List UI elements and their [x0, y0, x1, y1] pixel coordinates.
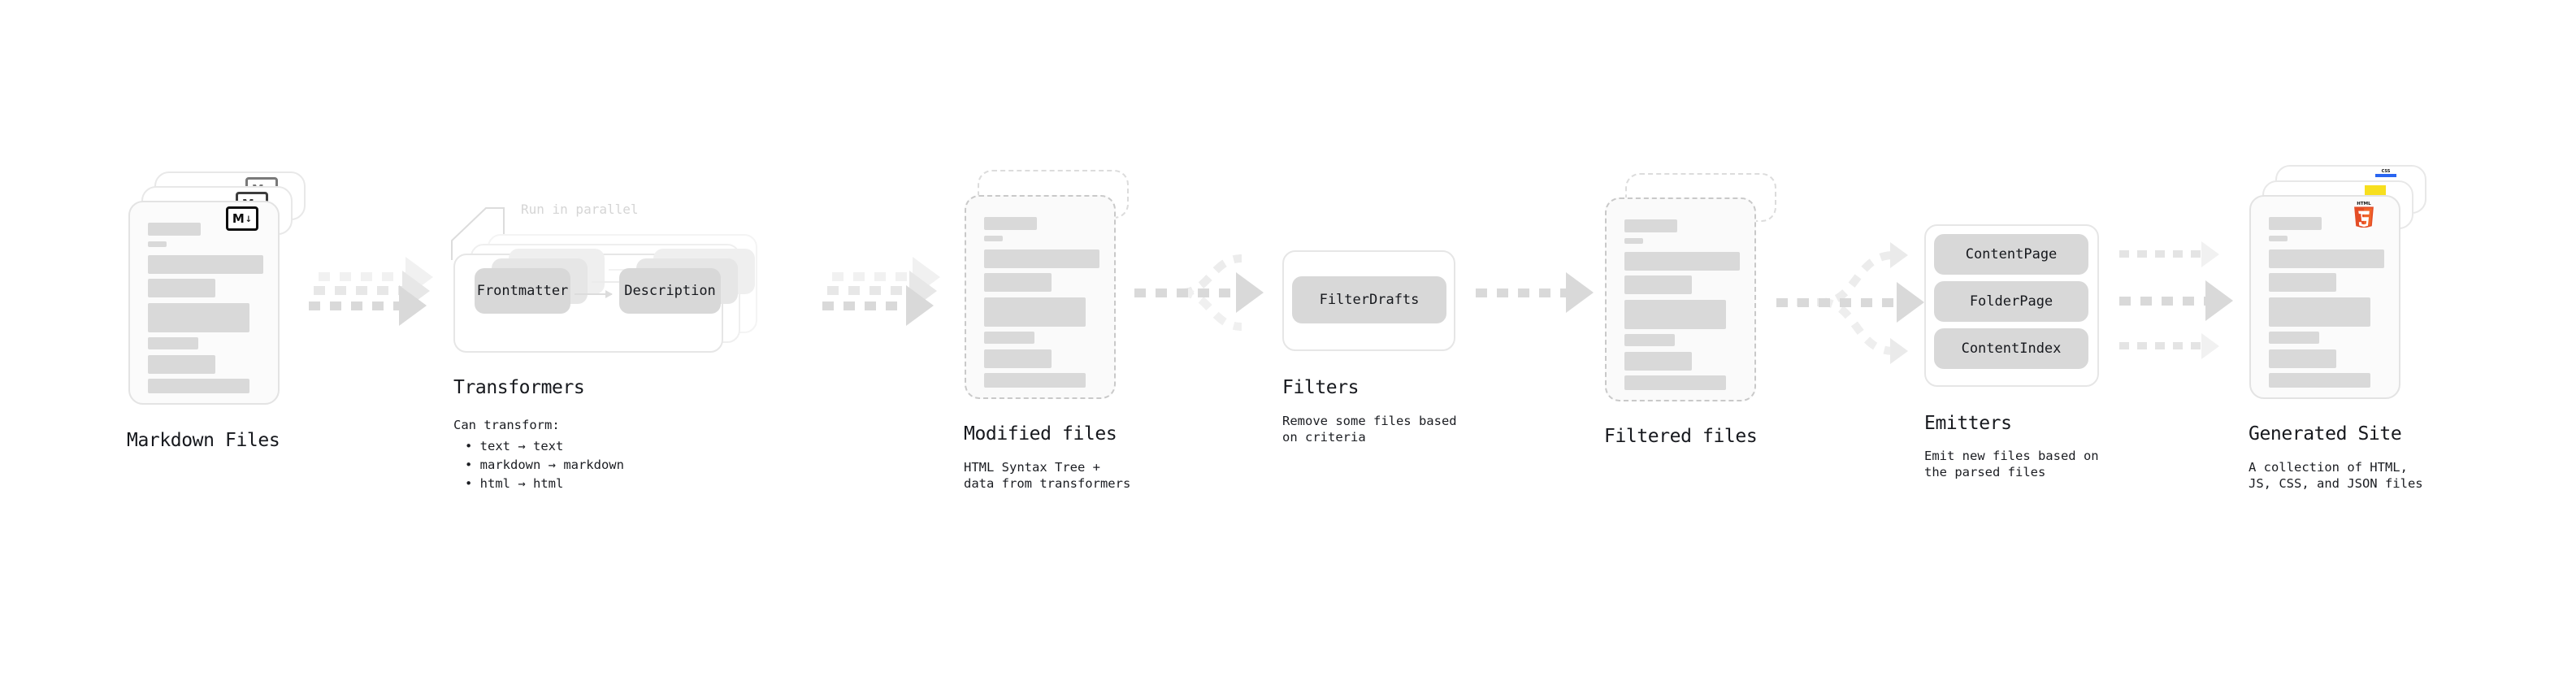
run-in-parallel-label: Run in parallel [521, 202, 639, 217]
transformer-pill-description[interactable]: Description [619, 268, 721, 314]
stage-subtitle-filters: Remove some files based on criteria [1282, 414, 1457, 445]
emitter-pill-contentindex[interactable]: ContentIndex [1934, 328, 2088, 369]
doc-bar-5 [2269, 349, 2336, 368]
doc-bar-1 [148, 255, 263, 274]
doc-bar-5 [148, 355, 215, 374]
markdown-card-front [128, 201, 280, 405]
doc-bar-6 [148, 379, 249, 393]
doc-bar-4 [984, 332, 1034, 344]
svg-text:HTML: HTML [2357, 202, 2371, 206]
stage-subtitle-emitters: Emit new files based on the parsed files [1924, 449, 2099, 479]
stage-title-generated-site: Generated Site [2249, 423, 2402, 445]
doc-bar-6 [984, 373, 1086, 388]
filter-pill-filterdrafts[interactable]: FilterDrafts [1292, 276, 1446, 323]
doc-bar-5 [1624, 352, 1692, 371]
doc-bar-5 [984, 349, 1052, 368]
doc-bar-2 [984, 273, 1052, 292]
doc-bar-3 [1624, 300, 1726, 329]
doc-bar-sub [148, 241, 167, 247]
emitter-pill-contentindex-label: ContentIndex [1961, 340, 2062, 357]
stage-title-modified-files: Modified files [964, 423, 1117, 445]
css3-logo-label: CSS [2381, 169, 2391, 174]
modified-card-front [965, 195, 1116, 399]
doc-bar-1 [2269, 249, 2384, 268]
doc-bar-3 [2269, 297, 2370, 327]
doc-bar-2 [1624, 275, 1692, 294]
markdown-logo-arrow: ↓ [245, 212, 253, 225]
doc-bar-sub [2269, 236, 2288, 241]
site-card-front [2249, 195, 2400, 399]
doc-bar-title [984, 217, 1037, 230]
transformers-bullet-2: • html → html [465, 476, 564, 491]
filter-pill-filterdrafts-label: FilterDrafts [1319, 292, 1420, 308]
stage-title-transformers: Transformers [453, 377, 585, 398]
transformer-pill-frontmatter-label: Frontmatter [476, 283, 569, 299]
doc-bar-1 [1624, 252, 1740, 271]
doc-bar-2 [2269, 273, 2336, 292]
transformers-bullet-list: • text → text • markdown → markdown • ht… [465, 437, 624, 493]
markdown-logo-icon: M↓ [226, 206, 258, 231]
doc-bar-title [148, 223, 201, 236]
doc-bar-3 [148, 303, 249, 332]
doc-bar-6 [1624, 375, 1726, 390]
transformer-pill-description-label: Description [624, 283, 716, 299]
stage-title-filtered-files: Filtered files [1604, 426, 1758, 447]
stage-title-filters: Filters [1282, 377, 1360, 398]
css3-logo-underline [2375, 174, 2396, 177]
emitter-pill-contentpage[interactable]: ContentPage [1934, 234, 2088, 275]
emitter-pill-contentpage-label: ContentPage [1965, 246, 2058, 262]
emitter-pill-folderpage-label: FolderPage [1969, 293, 2053, 310]
transformers-bullet-0: • text → text [465, 439, 564, 453]
doc-bar-6 [2269, 373, 2370, 388]
stage-subtitle-generated-site: A collection of HTML, JS, CSS, and JSON … [2249, 460, 2423, 491]
doc-bar-title [2269, 217, 2322, 230]
stage-title-markdown-files: Markdown Files [127, 430, 280, 451]
run-in-parallel-bracket-icon [451, 207, 505, 260]
transformers-bullet-1: • markdown → markdown [465, 458, 624, 472]
emitter-pill-folderpage[interactable]: FolderPage [1934, 281, 2088, 322]
stage-subtitle-modified-files: HTML Syntax Tree + data from transformer… [964, 460, 1131, 491]
doc-bar-3 [984, 297, 1086, 327]
doc-bar-2 [148, 279, 215, 297]
markdown-logo-letter: M [232, 210, 245, 226]
doc-bar-1 [984, 249, 1099, 268]
transformer-pill-frontmatter[interactable]: Frontmatter [475, 268, 570, 314]
doc-bar-4 [148, 337, 198, 349]
doc-bar-title [1624, 219, 1677, 232]
transformer-connector-layer-1 [575, 290, 613, 298]
stage-title-emitters: Emitters [1924, 413, 2012, 434]
css3-logo-icon: CSS [2375, 169, 2396, 179]
stage-subtitle-transformers: Can transform: [453, 418, 560, 432]
html5-logo-icon: HTML [2354, 202, 2374, 228]
js-logo-icon [2365, 185, 2386, 197]
doc-bar-sub [984, 236, 1003, 241]
doc-bar-sub [1624, 238, 1643, 244]
filtered-card-front [1605, 197, 1756, 401]
doc-bar-4 [1624, 334, 1675, 346]
doc-bar-4 [2269, 332, 2319, 344]
